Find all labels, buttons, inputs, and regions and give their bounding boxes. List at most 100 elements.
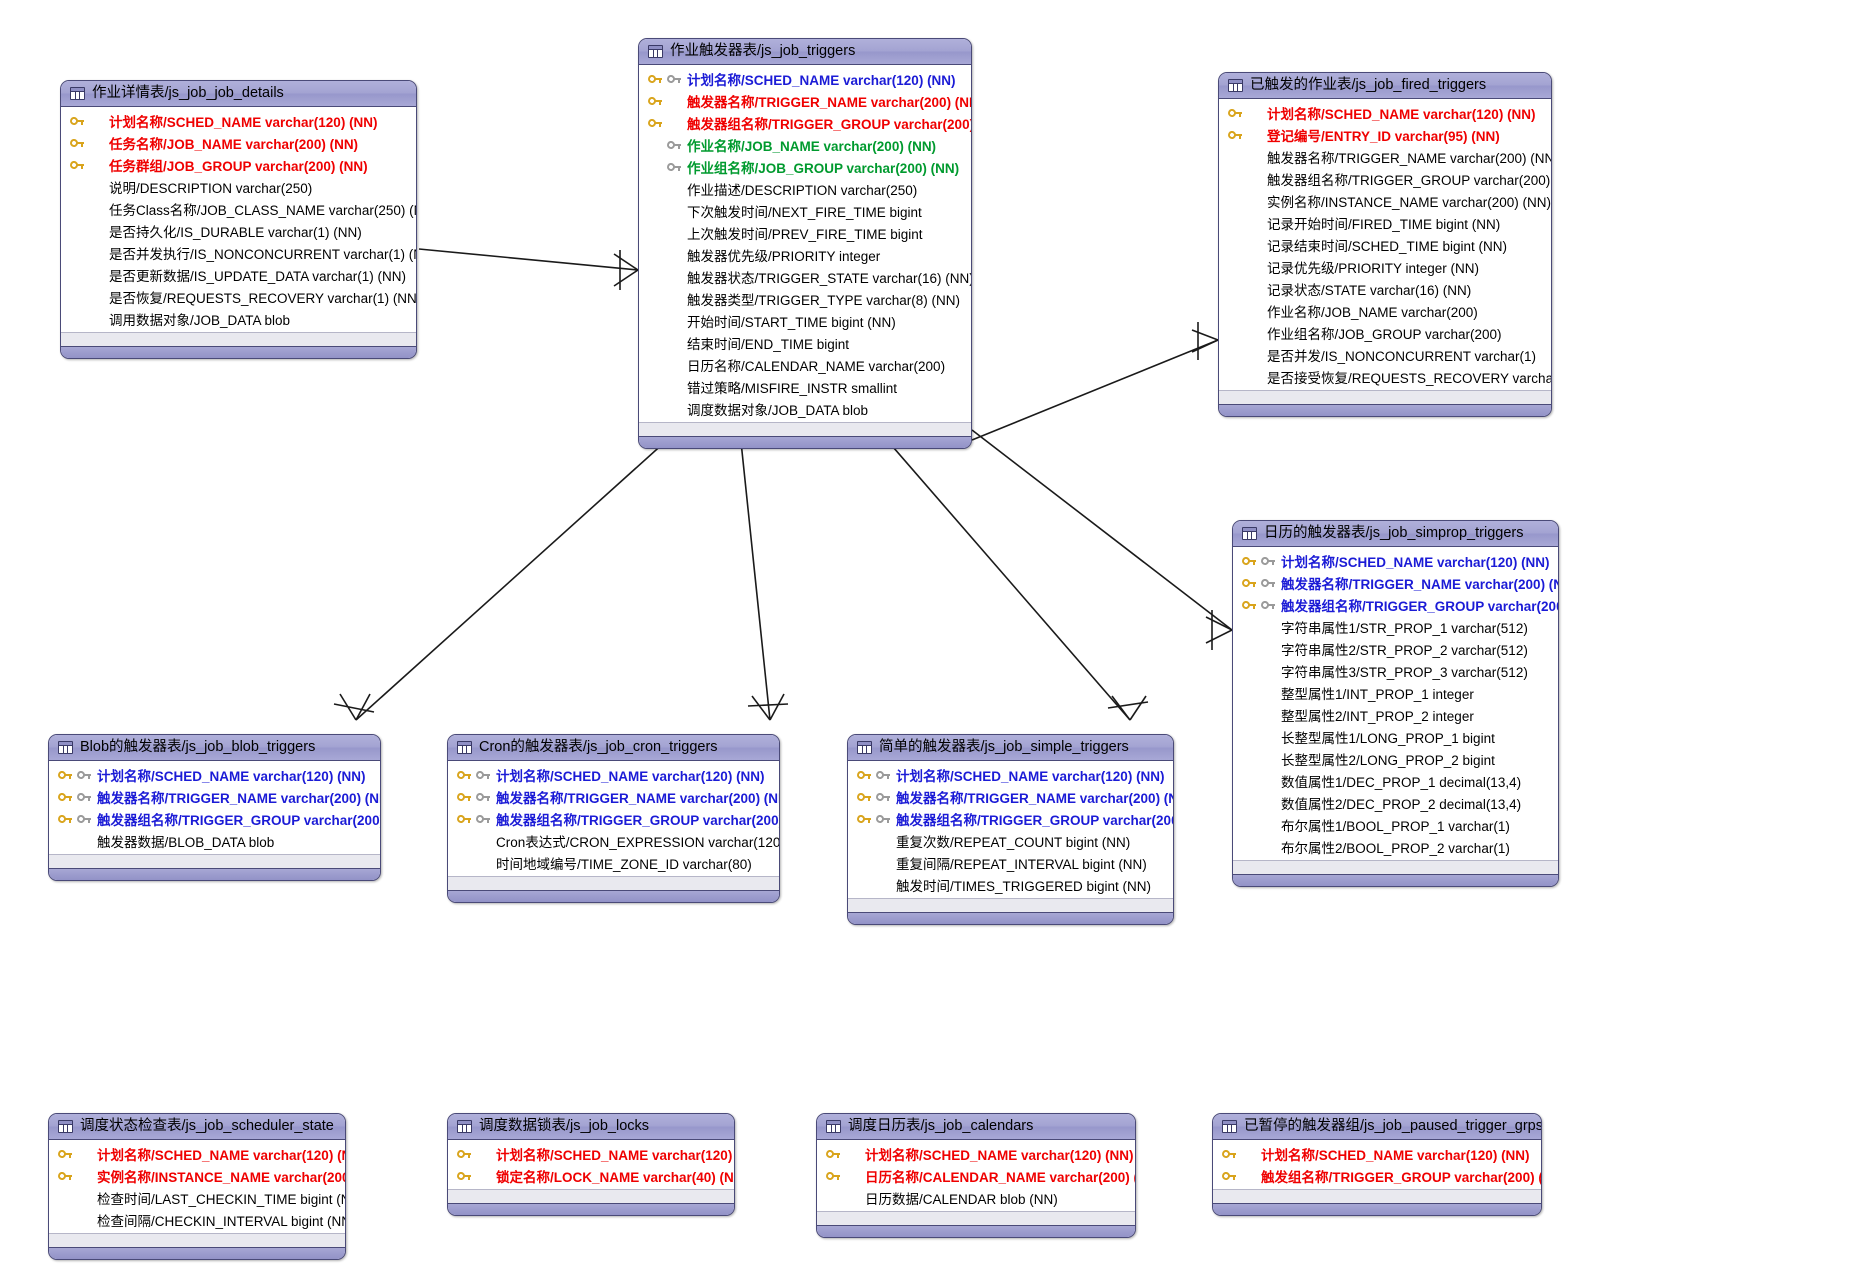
column-row[interactable]: 作业描述/DESCRIPTION varchar(250) <box>639 178 971 200</box>
column-row[interactable]: 计划名称/SCHED_NAME varchar(120) (NN) <box>448 1143 734 1165</box>
column-row[interactable]: 登记编号/ENTRY_ID varchar(95) (NN) <box>1219 124 1551 146</box>
column-row[interactable]: 计划名称/SCHED_NAME varchar(120) (NN) <box>817 1143 1135 1165</box>
column-row[interactable]: 计划名称/SCHED_NAME varchar(120) (NN) <box>49 1143 345 1165</box>
column-row[interactable]: 触发器组名称/TRIGGER_GROUP varchar(200) (NN) <box>448 808 779 830</box>
column-row[interactable]: 日历名称/CALENDAR_NAME varchar(200) (NN) <box>817 1165 1135 1187</box>
column-row[interactable]: 计划名称/SCHED_NAME varchar(120) (NN) <box>1213 1143 1541 1165</box>
column-row[interactable]: 触发器类型/TRIGGER_TYPE varchar(8) (NN) <box>639 288 971 310</box>
column-row[interactable]: 作业名称/JOB_NAME varchar(200) <box>1219 300 1551 322</box>
column-row[interactable]: 重复次数/REPEAT_COUNT bigint (NN) <box>848 830 1173 852</box>
entity-table-fired_triggers[interactable]: 已触发的作业表/js_job_fired_triggers 计划名称/SCHED_… <box>1218 72 1552 417</box>
column-row[interactable]: 结束时间/END_TIME bigint <box>639 332 971 354</box>
column-row[interactable]: 日历数据/CALENDAR blob (NN) <box>817 1187 1135 1209</box>
column-row[interactable]: 触发器组名称/TRIGGER_GROUP varchar(200) (NN) <box>1219 168 1551 190</box>
column-row[interactable]: 触发时间/TIMES_TRIGGERED bigint (NN) <box>848 874 1173 896</box>
column-row[interactable]: 记录开始时间/FIRED_TIME bigint (NN) <box>1219 212 1551 234</box>
column-row[interactable]: 计划名称/SCHED_NAME varchar(120) (NN) <box>448 764 779 786</box>
column-row[interactable]: 重复间隔/REPEAT_INTERVAL bigint (NN) <box>848 852 1173 874</box>
table-title-bar-paused_trigger_grps[interactable]: 已暂停的触发器组/js_job_paused_trigger_grps <box>1213 1114 1541 1140</box>
column-row[interactable]: 触发器名称/TRIGGER_NAME varchar(200) (NN) <box>448 786 779 808</box>
column-row[interactable]: 记录优先级/PRIORITY integer (NN) <box>1219 256 1551 278</box>
column-row[interactable]: 实例名称/INSTANCE_NAME varchar(200) (NN) <box>49 1165 345 1187</box>
table-title-bar-cron_triggers[interactable]: Cron的触发器表/js_job_cron_triggers <box>448 735 779 761</box>
column-row[interactable]: 记录状态/STATE varchar(16) (NN) <box>1219 278 1551 300</box>
table-title-bar-calendars[interactable]: 调度日历表/js_job_calendars <box>817 1114 1135 1140</box>
table-title-bar-fired_triggers[interactable]: 已触发的作业表/js_job_fired_triggers <box>1219 73 1551 99</box>
entity-table-scheduler_state[interactable]: 调度状态检查表/js_job_scheduler_state 计划名称/SCHED… <box>48 1113 346 1260</box>
table-title-bar-scheduler_state[interactable]: 调度状态检查表/js_job_scheduler_state <box>49 1114 345 1140</box>
table-title-bar-job_triggers[interactable]: 作业触发器表/js_job_triggers <box>639 39 971 65</box>
column-row[interactable]: 是否并发执行/IS_NONCONCURRENT varchar(1) (NN) <box>61 242 416 264</box>
column-row[interactable]: 触发器组名称/TRIGGER_GROUP varchar(200) (NN) <box>1233 594 1558 616</box>
column-row[interactable]: 计划名称/SCHED_NAME varchar(120) (NN) <box>61 110 416 132</box>
column-row[interactable]: 计划名称/SCHED_NAME varchar(120) (NN) <box>639 68 971 90</box>
column-row[interactable]: 任务群组/JOB_GROUP varchar(200) (NN) <box>61 154 416 176</box>
column-row[interactable]: 是否更新数据/IS_UPDATE_DATA varchar(1) (NN) <box>61 264 416 286</box>
column-row[interactable]: 触发组名称/TRIGGER_GROUP varchar(200) (NN) <box>1213 1165 1541 1187</box>
entity-table-locks[interactable]: 调度数据锁表/js_job_locks 计划名称/SCHED_NAME varch… <box>447 1113 735 1216</box>
column-row[interactable]: 触发器名称/TRIGGER_NAME varchar(200) (NN) <box>1219 146 1551 168</box>
column-row[interactable]: 触发器组名称/TRIGGER_GROUP varchar(200) (NN) <box>49 808 380 830</box>
table-title-bar-simprop_triggers[interactable]: 日历的触发器表/js_job_simprop_triggers <box>1233 521 1558 547</box>
column-row[interactable]: 是否恢复/REQUESTS_RECOVERY varchar(1) (NN) <box>61 286 416 308</box>
column-row[interactable]: 是否接受恢复/REQUESTS_RECOVERY varchar(1) <box>1219 366 1551 388</box>
column-row[interactable]: 触发器名称/TRIGGER_NAME varchar(200) (NN) <box>1233 572 1558 594</box>
column-row[interactable]: 触发器名称/TRIGGER_NAME varchar(200) (NN) <box>848 786 1173 808</box>
column-row[interactable]: 错过策略/MISFIRE_INSTR smallint <box>639 376 971 398</box>
column-row[interactable]: Cron表达式/CRON_EXPRESSION varchar(120) (NN… <box>448 830 779 852</box>
column-row[interactable]: 检查时间/LAST_CHECKIN_TIME bigint (NN) <box>49 1187 345 1209</box>
entity-table-calendars[interactable]: 调度日历表/js_job_calendars 计划名称/SCHED_NAME va… <box>816 1113 1136 1238</box>
table-title-bar-job_details[interactable]: 作业详情表/js_job_job_details <box>61 81 416 107</box>
column-row[interactable]: 检查间隔/CHECKIN_INTERVAL bigint (NN) <box>49 1209 345 1231</box>
column-row[interactable]: 锁定名称/LOCK_NAME varchar(40) (NN) <box>448 1165 734 1187</box>
entity-table-cron_triggers[interactable]: Cron的触发器表/js_job_cron_triggers 计划名称/SCHED… <box>447 734 780 903</box>
column-row[interactable]: 说明/DESCRIPTION varchar(250) <box>61 176 416 198</box>
column-row[interactable]: 开始时间/START_TIME bigint (NN) <box>639 310 971 332</box>
column-row[interactable]: 布尔属性1/BOOL_PROP_1 varchar(1) <box>1233 814 1558 836</box>
entity-table-paused_trigger_grps[interactable]: 已暂停的触发器组/js_job_paused_trigger_grps 计划名称/… <box>1212 1113 1542 1216</box>
column-row[interactable]: 任务名称/JOB_NAME varchar(200) (NN) <box>61 132 416 154</box>
column-row[interactable]: 整型属性1/INT_PROP_1 integer <box>1233 682 1558 704</box>
column-row[interactable]: 是否持久化/IS_DURABLE varchar(1) (NN) <box>61 220 416 242</box>
entity-table-job_triggers[interactable]: 作业触发器表/js_job_triggers 计划名称/SCHED_NAME va… <box>638 38 972 449</box>
column-row[interactable]: 计划名称/SCHED_NAME varchar(120) (NN) <box>49 764 380 786</box>
column-row[interactable]: 计划名称/SCHED_NAME varchar(120) (NN) <box>1219 102 1551 124</box>
column-row[interactable]: 字符串属性2/STR_PROP_2 varchar(512) <box>1233 638 1558 660</box>
column-row[interactable]: 是否并发/IS_NONCONCURRENT varchar(1) <box>1219 344 1551 366</box>
column-row[interactable]: 触发器名称/TRIGGER_NAME varchar(200) (NN) <box>49 786 380 808</box>
table-title-bar-simple_triggers[interactable]: 简单的触发器表/js_job_simple_triggers <box>848 735 1173 761</box>
column-row[interactable]: 作业组名称/JOB_GROUP varchar(200) (NN) <box>639 156 971 178</box>
column-row[interactable]: 数值属性1/DEC_PROP_1 decimal(13,4) <box>1233 770 1558 792</box>
column-row[interactable]: 计划名称/SCHED_NAME varchar(120) (NN) <box>1233 550 1558 572</box>
column-row[interactable]: 实例名称/INSTANCE_NAME varchar(200) (NN) <box>1219 190 1551 212</box>
column-row[interactable]: 触发器名称/TRIGGER_NAME varchar(200) (NN) <box>639 90 971 112</box>
column-row[interactable]: 记录结束时间/SCHED_TIME bigint (NN) <box>1219 234 1551 256</box>
column-row[interactable]: 上次触发时间/PREV_FIRE_TIME bigint <box>639 222 971 244</box>
column-row[interactable]: 作业组名称/JOB_GROUP varchar(200) <box>1219 322 1551 344</box>
column-row[interactable]: 数值属性2/DEC_PROP_2 decimal(13,4) <box>1233 792 1558 814</box>
entity-table-job_details[interactable]: 作业详情表/js_job_job_details 计划名称/SCHED_NAME … <box>60 80 417 359</box>
column-row[interactable]: 日历名称/CALENDAR_NAME varchar(200) <box>639 354 971 376</box>
column-row[interactable]: 时间地域编号/TIME_ZONE_ID varchar(80) <box>448 852 779 874</box>
column-row[interactable]: 调用数据对象/JOB_DATA blob <box>61 308 416 330</box>
column-row[interactable]: 触发器组名称/TRIGGER_GROUP varchar(200) (NN) <box>639 112 971 134</box>
column-row[interactable]: 触发器优先级/PRIORITY integer <box>639 244 971 266</box>
column-row[interactable]: 字符串属性3/STR_PROP_3 varchar(512) <box>1233 660 1558 682</box>
column-row[interactable]: 触发器状态/TRIGGER_STATE varchar(16) (NN) <box>639 266 971 288</box>
table-title-bar-locks[interactable]: 调度数据锁表/js_job_locks <box>448 1114 734 1140</box>
column-row[interactable]: 触发器数据/BLOB_DATA blob <box>49 830 380 852</box>
column-row[interactable]: 长整型属性1/LONG_PROP_1 bigint <box>1233 726 1558 748</box>
column-row[interactable]: 任务Class名称/JOB_CLASS_NAME varchar(250) (N… <box>61 198 416 220</box>
column-row[interactable]: 布尔属性2/BOOL_PROP_2 varchar(1) <box>1233 836 1558 858</box>
column-row[interactable]: 作业名称/JOB_NAME varchar(200) (NN) <box>639 134 971 156</box>
column-row[interactable]: 字符串属性1/STR_PROP_1 varchar(512) <box>1233 616 1558 638</box>
entity-table-blob_triggers[interactable]: Blob的触发器表/js_job_blob_triggers 计划名称/SCHED… <box>48 734 381 881</box>
column-row[interactable]: 调度数据对象/JOB_DATA blob <box>639 398 971 420</box>
column-row[interactable]: 整型属性2/INT_PROP_2 integer <box>1233 704 1558 726</box>
column-row[interactable]: 下次触发时间/NEXT_FIRE_TIME bigint <box>639 200 971 222</box>
entity-table-simple_triggers[interactable]: 简单的触发器表/js_job_simple_triggers 计划名称/SCHED… <box>847 734 1174 925</box>
table-title-bar-blob_triggers[interactable]: Blob的触发器表/js_job_blob_triggers <box>49 735 380 761</box>
entity-table-simprop_triggers[interactable]: 日历的触发器表/js_job_simprop_triggers 计划名称/SCHE… <box>1232 520 1559 887</box>
column-row[interactable]: 长整型属性2/LONG_PROP_2 bigint <box>1233 748 1558 770</box>
column-row[interactable]: 计划名称/SCHED_NAME varchar(120) (NN) <box>848 764 1173 786</box>
